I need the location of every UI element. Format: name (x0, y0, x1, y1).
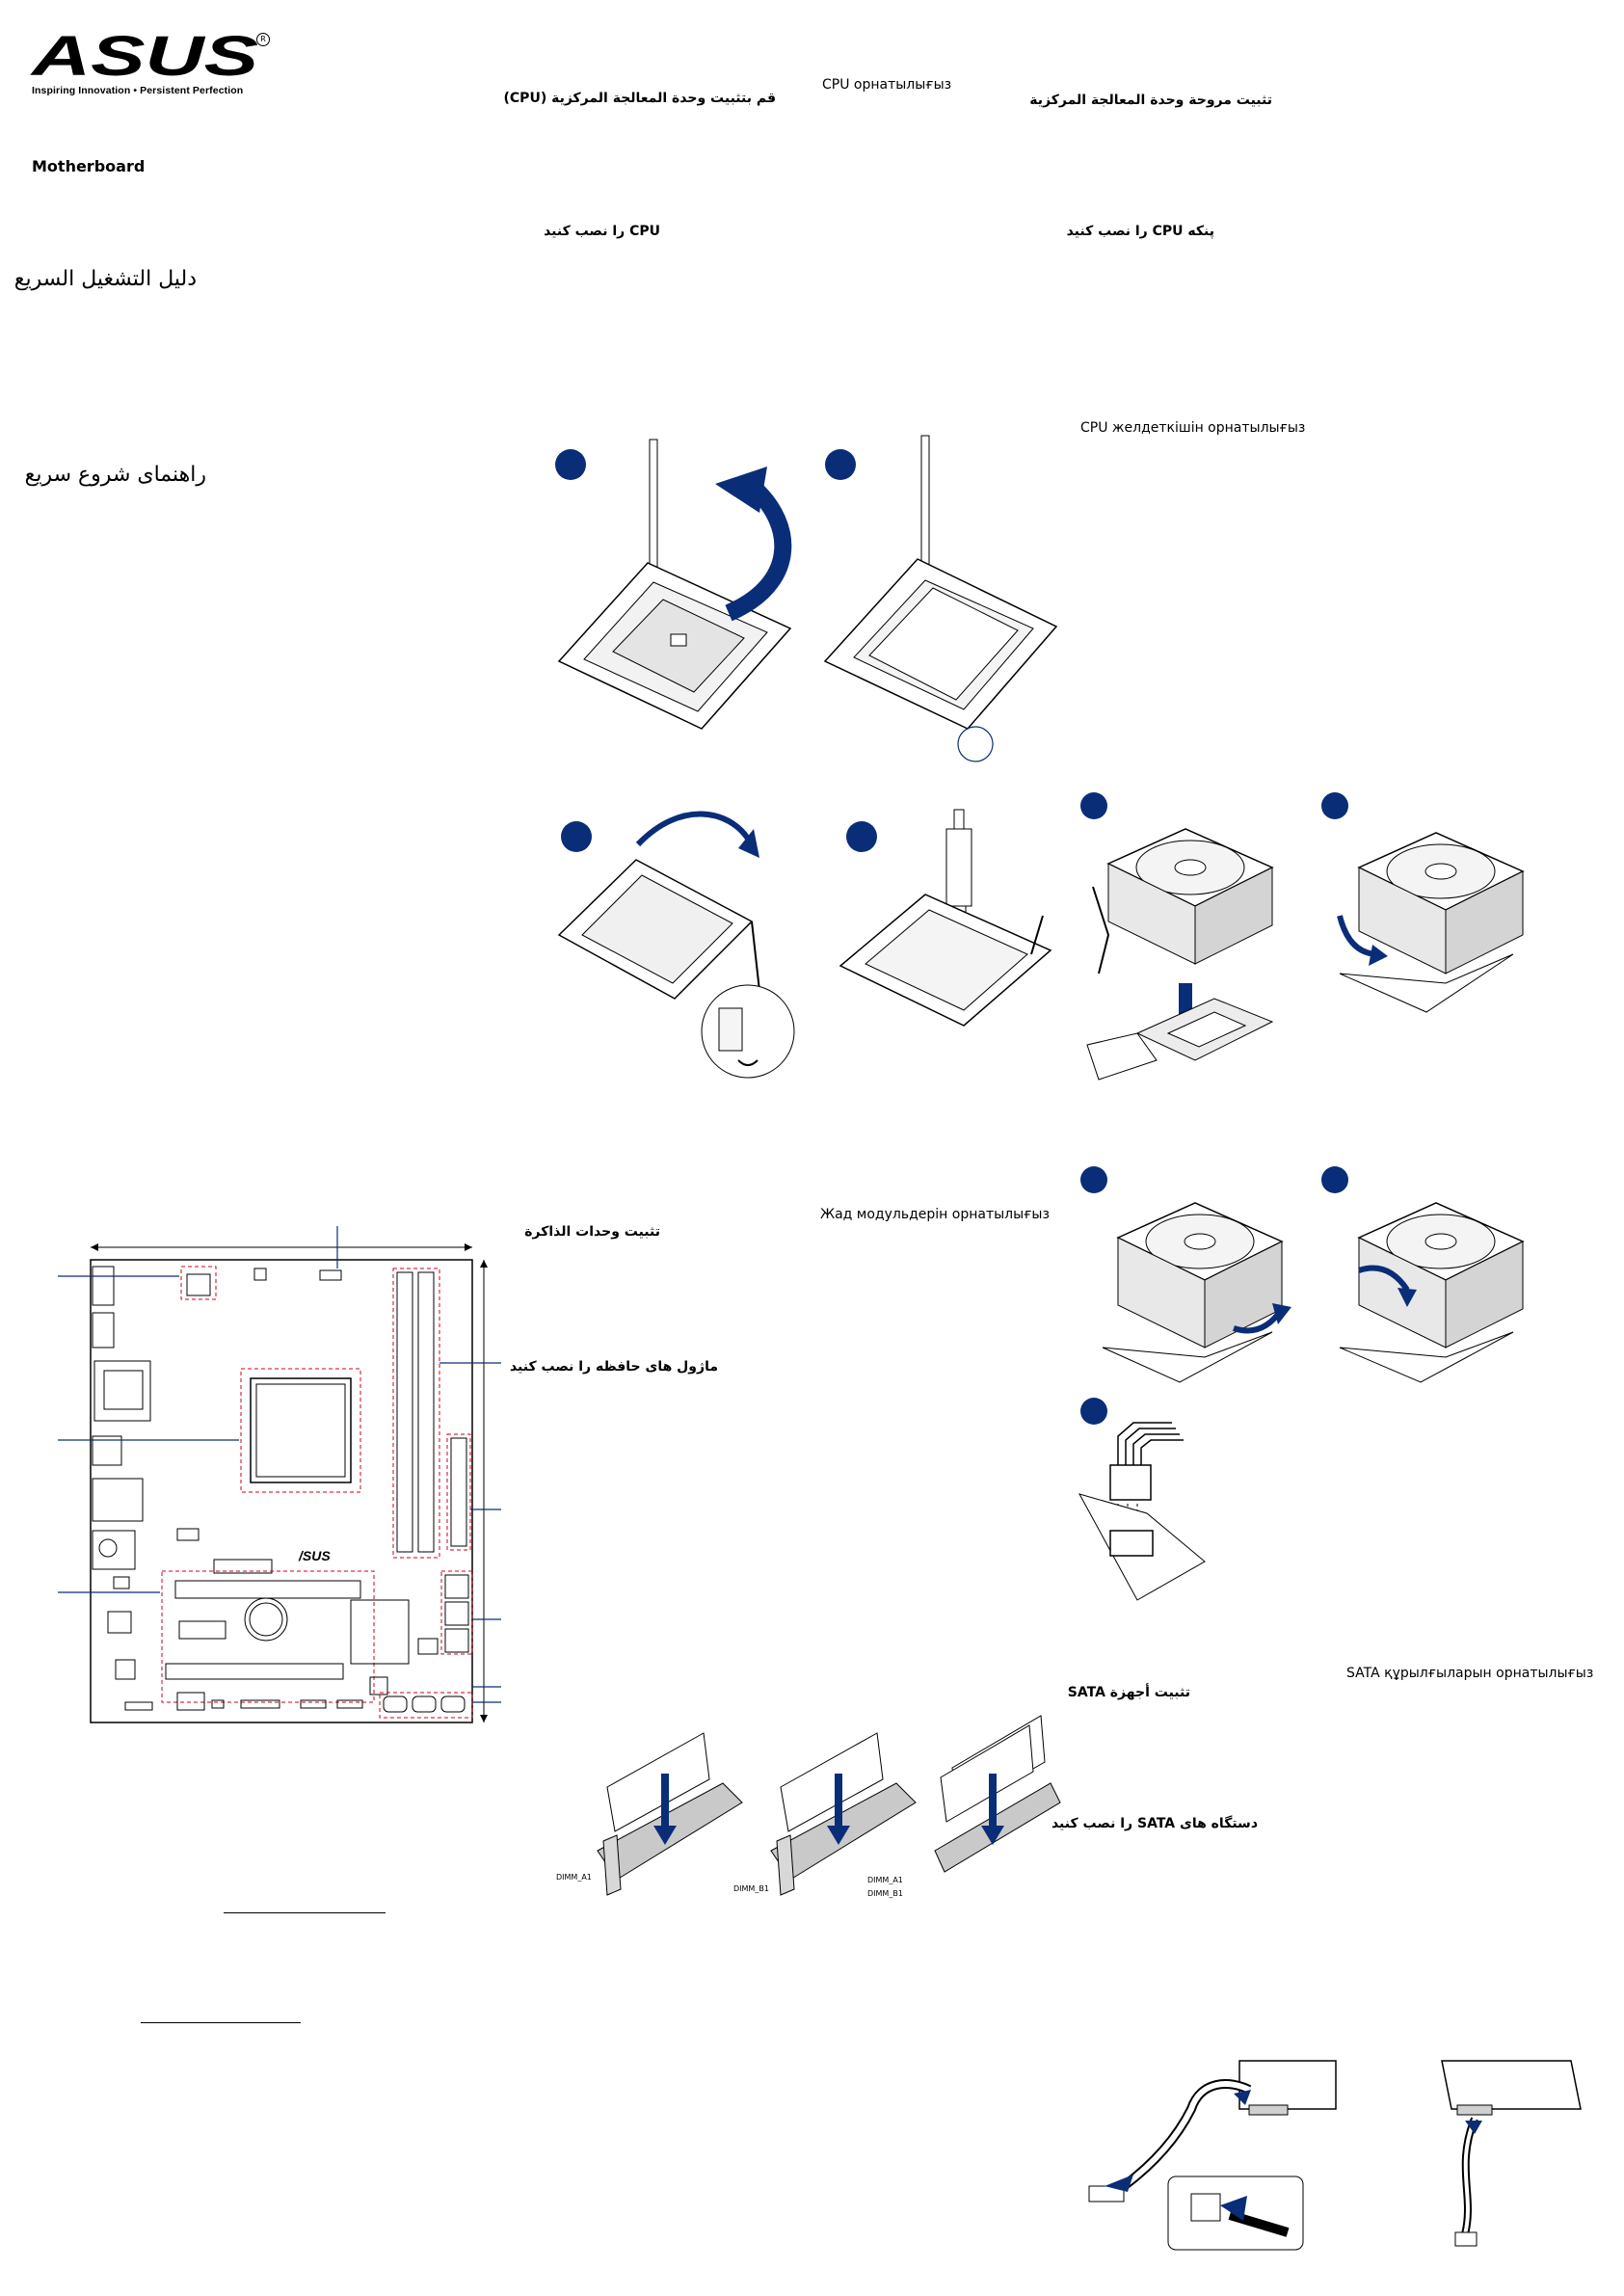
step-badge-fan-2 (1321, 792, 1348, 819)
dimm-b1-label: DIMM_B1 (733, 1884, 769, 1893)
cpu-fan-heading-arabic: تثبيت مروحة وحدة المعالجة المركزية (1029, 93, 1272, 108)
dimm-a1-label: DIMM_A1 (556, 1873, 592, 1882)
cpu-fan-heading-kazakh: CPU желдеткішін орнатылығыз (1080, 420, 1306, 436)
sata-device-illustration (1441, 2060, 1582, 2247)
memory-heading-kazakh: Жад модульдерін орнатылығыз (820, 1207, 1050, 1222)
dimm-b1-illustration (770, 1732, 917, 1896)
cpu-heading-arabic: قم بتثبيت وحدة المعالجة المركزية (CPU) (503, 91, 777, 106)
asus-logo: ASUS (29, 25, 268, 88)
product-label: Motherboard (32, 157, 146, 175)
persian-quick-guide-title: راهنمای شروع سریع (24, 463, 206, 487)
cooler-clip-illustration (1337, 832, 1525, 1013)
arabic-quick-guide-title: دليل التشغيل السريع (13, 267, 197, 291)
step-badge-cpu-1 (555, 449, 586, 480)
dimm-a1-illustration (597, 1732, 743, 1896)
step-badge-cpu-3 (561, 821, 592, 852)
memory-heading-persian: ماژول های حافظه را نصب کنید (509, 1359, 718, 1375)
asus-logo-mark: ASUS (29, 25, 258, 88)
cpu-fan-heading-persian: پنکه CPU را نصب کنید (1066, 224, 1214, 239)
cpu-heading-kazakh: CPU орнатылығыз (822, 77, 952, 93)
cpu-fan-connector-illustration (1078, 1422, 1206, 1601)
sata-heading-arabic: تثبيت أجهزة SATA (1067, 1685, 1190, 1700)
sata-heading-kazakh: SATA құрылғыларын орнатылығыз (1346, 1666, 1594, 1681)
logo-tagline: Inspiring Innovation • Persistent Perfec… (32, 85, 244, 96)
step-badge-cpu-2 (825, 449, 856, 480)
underline-rule-2 (141, 2022, 301, 2023)
step-badge-cpu-4 (846, 821, 877, 852)
dimm-pair-illustration (934, 1715, 1061, 1873)
step-badge-fan-4 (1321, 1166, 1348, 1193)
cpu-heading-persian: CPU را نصب کنید (544, 224, 660, 239)
cooler-placement-illustration (1086, 828, 1274, 1081)
cooler-lever-illustration (1102, 1202, 1291, 1383)
step-badge-fan-1 (1080, 792, 1107, 819)
step-badge-fan-5 (1080, 1398, 1107, 1425)
svg-text:ASUS: ASUS (29, 25, 258, 88)
board-brand-text: /SUS (298, 1548, 331, 1563)
step-badge-fan-3 (1080, 1166, 1107, 1193)
cpu-socket-lever-up-illustration (557, 439, 792, 730)
memory-heading-arabic: تثبيت وحدات الذاكرة (524, 1224, 660, 1240)
cpu-placement-illustration (823, 435, 1058, 762)
motherboard-layout-diagram: /SUS (58, 1226, 501, 1723)
dimm-pair-b1-label: DIMM_B1 (867, 1889, 903, 1898)
sata-heading-persian: دستگاه های SATA را نصب کنید (1051, 1816, 1258, 1831)
registered-mark: R (256, 33, 270, 46)
cpu-load-plate-illustration (557, 811, 795, 1079)
cooler-lock-illustration (1339, 1202, 1525, 1383)
dimm-pair-a1-label: DIMM_A1 (867, 1876, 903, 1884)
underline-rule-1 (224, 1912, 386, 1913)
thermal-paste-illustration (839, 809, 1052, 1027)
sata-cable-connection-illustration (1088, 2060, 1337, 2251)
